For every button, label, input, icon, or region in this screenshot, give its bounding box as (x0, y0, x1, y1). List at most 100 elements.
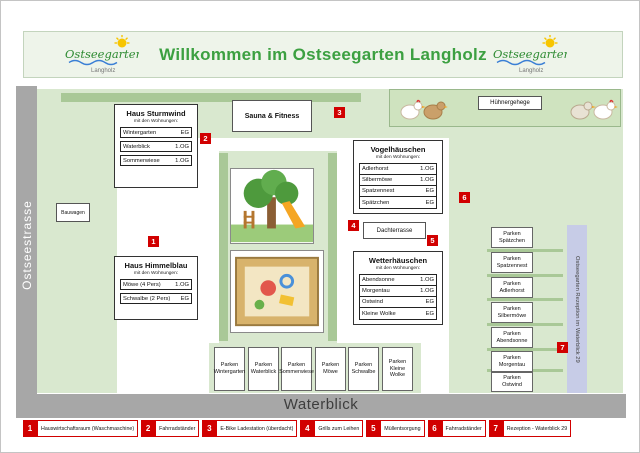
chickens-icon (396, 94, 448, 124)
map-marker-5: 5 (427, 235, 438, 246)
unit-row: Morgentau 1.OG (360, 286, 436, 297)
parking-word: Parken (503, 280, 521, 287)
playground-sandbox-image (230, 250, 324, 333)
hedge-strip (487, 298, 563, 301)
legend-number: 5 (366, 420, 381, 437)
parking-word: Parken (354, 362, 373, 369)
unit-floor: 1.OG (420, 288, 434, 294)
map-marker-4: 4 (348, 220, 359, 231)
title-banner: Willkommen im Ostseegarten Langholz (23, 31, 623, 78)
hedge-strip (61, 93, 361, 102)
unit-list: Möwe (4 Pers) 1.OG Schwalbe (2 Pers) EG (120, 279, 192, 304)
legend-number: 4 (300, 420, 315, 437)
unit-list: Wintergarten EG Waterblick 1.OG Sommerwi… (120, 127, 192, 166)
parking-unit: Kleine Wolke (389, 365, 406, 379)
unit-floor: 1.OG (420, 277, 434, 283)
bauwagen-label: Bauwagen (61, 209, 85, 216)
legend-number: 1 (23, 420, 37, 437)
legend-number: 6 (427, 420, 442, 437)
unit-row: Sommerwiese 1.OG (120, 155, 192, 166)
parking-unit: Spatzennest (496, 262, 528, 269)
parking-spot: Parken Kleine Wolke (382, 347, 413, 391)
parking-spot: Parken Morgentau (491, 351, 533, 372)
unit-name: Abendsonne (362, 277, 395, 283)
legend-label: Hauswirtschaftsraum (Waschmaschine) (37, 420, 139, 437)
unit-floor: 1.OG (175, 281, 189, 288)
parking-word: Parken (503, 255, 521, 262)
unit-name: Wintergarten (123, 129, 157, 136)
unit-floor: EG (425, 310, 434, 317)
hedge-strip (487, 249, 563, 252)
road-waterblick: Waterblick (16, 394, 626, 418)
unit-floor: EG (180, 295, 189, 302)
parking-unit: Adlerhorst (499, 287, 525, 294)
house-subtitle: mit den Wohnungen: (375, 155, 421, 160)
house-name: Haus Sturmwind (126, 109, 186, 118)
legend-item: 2 Fahrradständer (141, 420, 200, 437)
parking-unit: Sommerwiese (279, 369, 314, 375)
parking-unit: Möwe (323, 369, 338, 375)
dachterrasse-box: Dachterrasse (363, 222, 426, 239)
hedge-strip (487, 274, 563, 277)
unit-row: Ostwind EG (360, 297, 436, 308)
unit-row: Spatzennest EG (360, 186, 436, 197)
unit-name: Schwalbe (2 Pers) (123, 295, 171, 302)
chicken-pen-label: Hühnergehege (478, 96, 542, 110)
chicken-pen-label-text: Hühnergehege (490, 100, 530, 106)
parking-spot: Parken Schwalbe (348, 347, 379, 391)
parking-unit: Waterblick (250, 369, 277, 375)
legend-label: Müllentsorgung (380, 420, 425, 437)
unit-floor: EG (180, 129, 189, 136)
unit-row: Silbermöwe 1.OG (360, 175, 436, 186)
unit-row: Kleine Wolke EG (360, 308, 436, 319)
legend-item: 4 Grills zum Leihen (300, 420, 364, 437)
parking-spot: Parken Spatzennest (491, 252, 533, 273)
road-label-waterblick: Waterblick (283, 396, 359, 413)
parking-unit: Ostwind (502, 382, 522, 388)
unit-floor: 1.OG (175, 157, 189, 164)
logo-left: Ostseegarten Langholz (59, 34, 139, 76)
reception-strip: Ostseegarten Rezeption im Waterblick 29 (567, 225, 587, 393)
parking-unit: Abendsonne (496, 337, 528, 344)
unit-floor: EG (425, 188, 434, 194)
unit-name: Morgentau (362, 288, 390, 294)
unit-name: Silbermöwe (362, 177, 393, 183)
legend-item: 6 Fahrradständer (427, 420, 486, 437)
logo-text: Ostseegarten (65, 47, 139, 61)
legend-label: Fahrradständer (155, 420, 200, 437)
parking-word: Parken (388, 359, 407, 366)
unit-floor: 1.OG (420, 166, 434, 172)
chicken-pen-area: Hühnergehege (389, 89, 621, 127)
house-name: Vogelhäuschen (370, 145, 426, 154)
unit-name: Waterblick (123, 143, 150, 150)
logo-text: Ostseegarten (493, 47, 567, 61)
legend-number: 3 (202, 420, 217, 437)
parking-word: Parken (503, 330, 521, 337)
page-title: Willkommen im Ostseegarten Langholz (159, 44, 487, 64)
parking-unit: Morgentau (498, 361, 526, 368)
sauna-fitness-label: Sauna & Fitness (244, 112, 300, 120)
legend-bar: 1 Hauswirtschaftsraum (Waschmaschine) 2 … (23, 420, 624, 437)
house-name: Haus Himmelblau (124, 261, 188, 270)
unit-name: Ostwind (362, 299, 383, 305)
unit-name: Kleine Wolke (362, 310, 396, 317)
hedge-strip (219, 153, 228, 341)
building-haus-sturmwind: Haus Sturmwind mit den Wohnungen: Winter… (114, 104, 198, 188)
parking-spot: Parken Sommerwiese (279, 347, 314, 391)
map-marker-7: 7 (557, 342, 568, 353)
house-subtitle: mit den Wohnungen: (133, 271, 179, 276)
map-marker-3: 3 (334, 107, 345, 118)
unit-list: Abendsonne 1.OG Morgentau 1.OG Ostwind E… (359, 274, 437, 320)
ostseegarten-logo-icon: Ostseegarten Langholz (65, 35, 139, 74)
legend-label: Rezeption - Waterblick 29 (502, 420, 572, 437)
parking-spot: Parken Ostwind (491, 372, 533, 392)
bauwagen-box: Bauwagen (56, 203, 90, 222)
parking-word: Parken (503, 354, 521, 361)
unit-row: Schwalbe (2 Pers) EG (120, 293, 192, 304)
hedge-strip (328, 153, 337, 341)
logo-right: Ostseegarten Langholz (487, 34, 567, 76)
unit-row: Spätzchen EG (360, 197, 436, 208)
parking-word: Parken (287, 362, 306, 369)
unit-name: Spatzennest (362, 188, 395, 194)
